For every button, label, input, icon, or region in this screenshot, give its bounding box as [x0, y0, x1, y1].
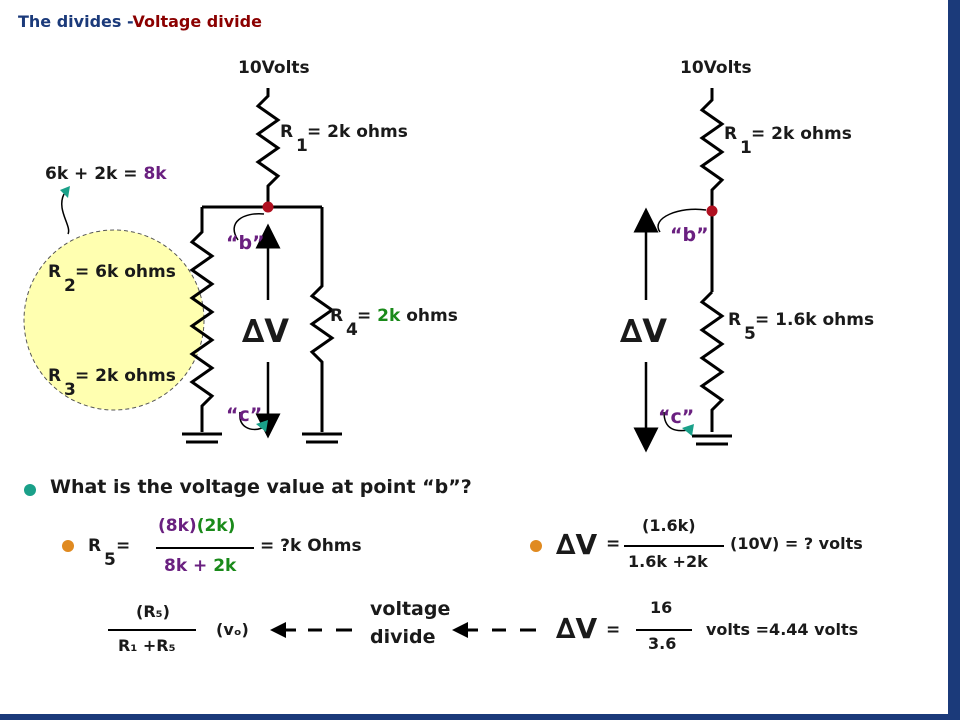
left-r3-sub: 3: [64, 380, 76, 400]
eq3-denominator: 3.6: [648, 634, 677, 653]
left-r1-prefix: R: [280, 122, 294, 142]
eq1-num-a: (8k): [158, 516, 197, 536]
eq1-rhs: = ?k Ohms: [260, 536, 362, 556]
left-node-b: [262, 201, 274, 213]
eq1-lhs-prefix: R: [88, 536, 102, 556]
eq2-numerator: (1.6k): [642, 516, 696, 535]
highlight-circle: [23, 229, 205, 411]
eq1-numerator: (8k)(2k): [158, 516, 235, 536]
left-r2-sub: 2: [64, 276, 76, 296]
right-r1-sub: 1: [740, 138, 752, 158]
left-supply-label: 10Volts: [238, 58, 310, 78]
left-r2-prefix: R: [48, 262, 62, 282]
right-r5-prefix: R: [728, 310, 742, 330]
left-r4-resistor: [309, 207, 335, 432]
left-r4-eq: =: [357, 306, 378, 326]
left-ground-2: [302, 432, 342, 444]
left-r2-r3-resistor: [189, 207, 215, 432]
eq2-rhs: (10V) = ? volts: [730, 534, 863, 553]
eq1-den-b: 2k: [213, 556, 237, 576]
circuit-drawing: [23, 88, 732, 638]
left-r2-value: = 6k ohms: [75, 262, 176, 282]
sum-pointer-head: [60, 186, 70, 198]
sum-label: 6k + 2k = 8k: [45, 164, 167, 184]
eq1-lhs-sub: 5: [104, 550, 116, 570]
question-text: What is the voltage value at point “b”?: [50, 476, 472, 498]
eq3-numerator: 16: [650, 598, 673, 617]
eq3-eq: =: [606, 620, 621, 640]
eq2-bullet: [530, 540, 542, 552]
sum-pointer: [61, 193, 70, 235]
right-r1-prefix: R: [724, 124, 738, 144]
right-r1-value: = 2k ohms: [751, 124, 852, 144]
right-r5-sub: 5: [744, 324, 756, 344]
left-r1-resistor: [255, 88, 281, 206]
right-point-b-label: “b”: [670, 224, 709, 246]
right-r5-resistor: [699, 290, 725, 432]
voltage-divide-line1: voltage: [370, 598, 451, 620]
left-r1-value: = 2k ohms: [307, 122, 408, 142]
eq1-lhs-eq: =: [116, 536, 131, 556]
eq3-rhs: volts =4.44 volts: [706, 620, 859, 639]
eq1-num-b: (2k): [196, 516, 236, 536]
right-node-b: [706, 205, 718, 217]
left-r4-prefix: R: [330, 306, 344, 326]
question-bullet: [24, 484, 36, 496]
eq1-bullet: [62, 540, 74, 552]
sum-prefix: 6k + 2k =: [45, 164, 144, 184]
left-r4-sub: 4: [346, 320, 358, 340]
right-b-pointer: [657, 208, 707, 233]
right-delta-v-label: ∆V: [620, 312, 668, 350]
voltage-divide-line2: divide: [370, 626, 436, 648]
right-r5-value: = 1.6k ohms: [755, 310, 875, 330]
header-prefix: The divides -: [18, 12, 133, 31]
left-point-b-label: “b”: [226, 232, 265, 254]
left-r1-sub: 1: [296, 136, 308, 156]
left-point-c-label: “c”: [226, 404, 263, 426]
left-r4-value: = 2k ohms: [357, 306, 458, 326]
left-r4-number: 2k: [377, 306, 401, 326]
slide-header: The divides -Voltage divide: [18, 12, 262, 31]
eq2-denominator: 1.6k +2k: [628, 552, 708, 571]
eq1-denominator: 8k + 2k: [164, 556, 236, 576]
eq3-lhs: ∆V: [556, 612, 598, 645]
left-r3-value: = 2k ohms: [75, 366, 176, 386]
right-node-c: [682, 424, 694, 436]
left-ground-1: [182, 432, 222, 444]
left-r4-unit: ohms: [400, 306, 458, 326]
left-node-c: [256, 420, 268, 432]
eq2-eq: =: [606, 534, 621, 554]
right-point-c-label: “c”: [658, 406, 695, 428]
dashed-arrow-right-head: [452, 622, 468, 638]
sum-result: 8k: [143, 164, 167, 184]
eq2-lhs: ∆V: [556, 528, 598, 561]
left-b-pointer: [233, 213, 265, 241]
right-ground: [692, 434, 732, 446]
dashed-arrow-left-head: [270, 622, 286, 638]
header-suffix: Voltage divide: [132, 12, 262, 31]
eq1-den-a: 8k +: [164, 556, 214, 576]
divider-output: (vₒ): [216, 620, 249, 639]
right-r1-resistor: [699, 88, 725, 292]
divider-numerator: (R₅): [136, 602, 170, 621]
divider-denominator: R₁ +R₅: [118, 636, 176, 655]
right-supply-label: 10Volts: [680, 58, 752, 78]
left-delta-v-label: ∆V: [242, 312, 290, 350]
left-r3-prefix: R: [48, 366, 62, 386]
left-c-pointer: [239, 411, 263, 431]
left-r1-label: R: [280, 122, 293, 142]
